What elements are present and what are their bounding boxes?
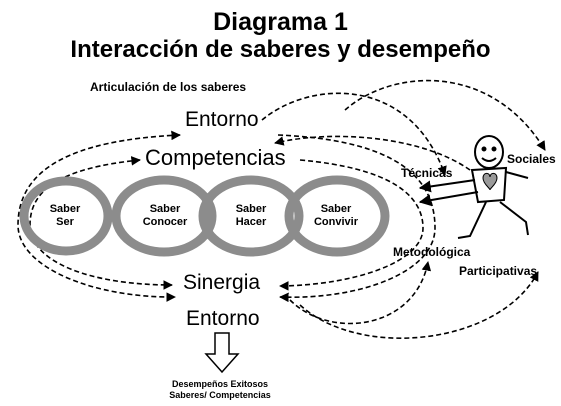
ring-saber-hacer (198, 175, 304, 257)
competencias-label: Competencias (145, 145, 286, 170)
ring-label-saber-conocer: Saber Conocer (130, 203, 200, 229)
output-caption-line1: Desempeños Exitosos (171, 379, 269, 389)
ring-label-line1: Saber (49, 203, 81, 215)
output-caption: Desempeños Exitosos Saberes/ Competencia… (130, 379, 310, 401)
ring-label-line1: Saber (149, 203, 181, 215)
arrow-tecnicas-2 (418, 191, 479, 207)
arc-entorno-to-tecnicas (261, 92, 447, 176)
sinergia-label: Sinergia (183, 271, 261, 294)
ring-label-line2: Ser (56, 216, 74, 228)
output-caption-line2: Saberes/ Competencias (169, 390, 271, 400)
diagram-title-line2: Interacción de saberes y desempeño (70, 36, 491, 63)
ring-saber-convivir (284, 175, 390, 257)
ring-label-saber-ser: Saber Ser (40, 203, 90, 229)
ring-saber-ser (19, 176, 113, 256)
stick-figure-runner-icon (457, 135, 529, 239)
arc-right-to-competencias (274, 135, 471, 171)
sociales-label: Sociales (507, 152, 556, 166)
articulacion-label: Articulación de los saberes (90, 80, 247, 94)
ring-label-line2: Convivir (313, 216, 358, 228)
hollow-down-arrow-icon (204, 332, 240, 374)
loop-inner-right (279, 159, 424, 291)
diagram-title-line1: Diagrama 1 (213, 8, 348, 36)
loop-outer-right (277, 134, 436, 303)
loop-outer-left (17, 130, 181, 302)
ring-label-line2: Conocer (142, 216, 188, 228)
ring-label-saber-convivir: Saber Convivir (301, 203, 371, 229)
arrow-tecnicas (418, 179, 476, 193)
ring-label-line1: Saber (235, 203, 267, 215)
arc-entorno-to-sociales (344, 79, 546, 151)
entorno-top-label: Entorno (185, 108, 259, 131)
arc-sinergia-to-participativas (299, 271, 539, 339)
tecnicas-label: Técnicas (401, 166, 453, 180)
metodologica-label: Metodológica (393, 245, 471, 259)
ring-label-line1: Saber (320, 203, 352, 215)
entorno-bottom-label: Entorno (186, 307, 260, 330)
arc-sinergia-to-metodologica (289, 261, 432, 325)
ring-label-line2: Hacer (235, 216, 267, 228)
participativas-label: Participativas (459, 264, 538, 278)
ring-saber-conocer (111, 175, 217, 257)
ring-label-saber-hacer: Saber Hacer (216, 203, 286, 229)
